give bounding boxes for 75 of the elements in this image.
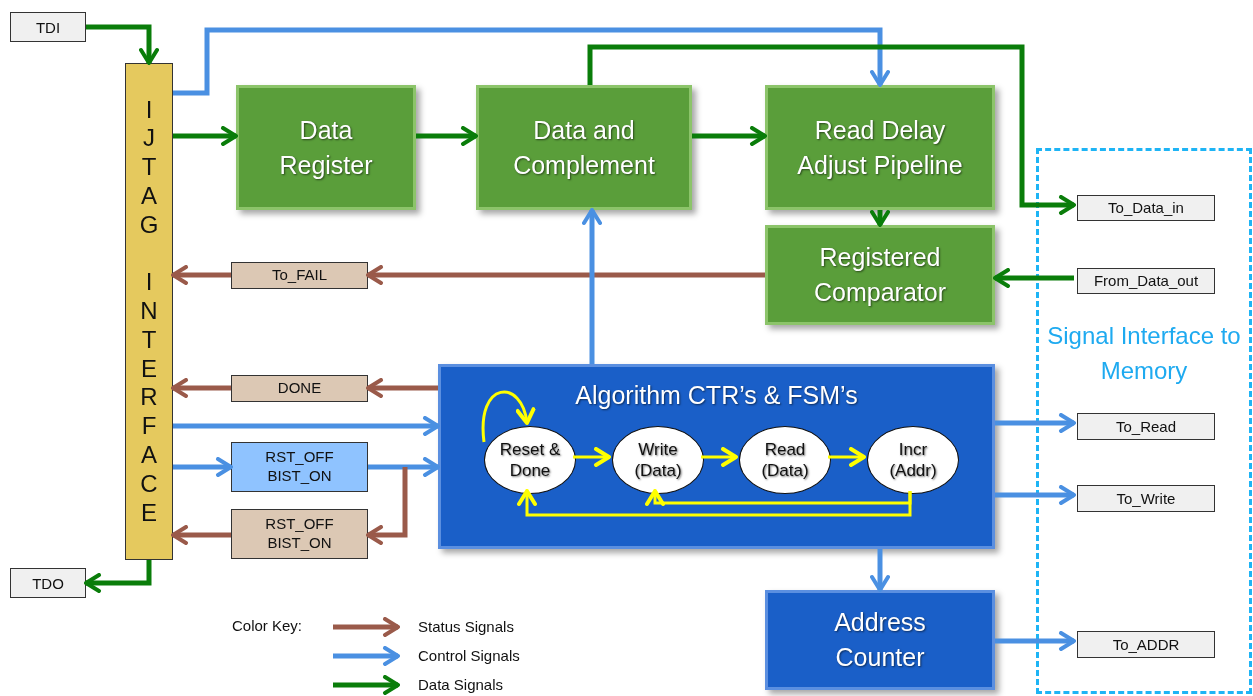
- signal-box: [1077, 268, 1215, 294]
- process-block: [236, 85, 416, 210]
- transition-arrow: [573, 447, 611, 467]
- state-label: Reset & Done: [498, 438, 562, 482]
- counter-block: [765, 590, 995, 690]
- transition-arrow: [828, 447, 866, 467]
- arrow: [173, 416, 440, 436]
- signal-box: [1077, 631, 1215, 658]
- legend-label: Data Signals: [418, 676, 504, 693]
- state-label: Read (Data): [760, 438, 810, 482]
- arrow: [416, 126, 478, 146]
- arrow: [173, 457, 233, 477]
- state-label: Write (Data): [633, 438, 683, 482]
- arrow: [171, 265, 231, 285]
- interface-label: IJTAG INTERFACE: [138, 95, 160, 528]
- arrow: [870, 549, 890, 592]
- transition-arrow: [645, 489, 912, 506]
- arrow: [995, 485, 1076, 505]
- arrow: [995, 631, 1076, 651]
- signal-label: To_Read: [1114, 416, 1177, 437]
- arrow: [366, 265, 765, 285]
- block-label: Read Delay Adjust Pipeline: [796, 114, 964, 181]
- arrow: [368, 457, 440, 477]
- block-label: Data Register: [278, 114, 374, 181]
- arrow: [582, 208, 602, 364]
- process-block: [765, 225, 995, 325]
- legend-label: Control Signals: [418, 647, 520, 664]
- arrow: [993, 268, 1074, 288]
- legend-label: Status Signals: [418, 618, 514, 635]
- memory-interface-region: [1036, 148, 1252, 694]
- arrow: [870, 210, 890, 227]
- signal-label: To_Data_in: [1107, 198, 1185, 219]
- signal-box: [10, 568, 86, 598]
- signal-label: TDI: [34, 18, 62, 36]
- region-label: Signal Interface to Memory: [1046, 321, 1242, 386]
- signal-box: [1077, 195, 1215, 221]
- signal-label: To_FAIL: [270, 266, 328, 285]
- status-box: [231, 375, 368, 402]
- arrow: [173, 27, 890, 96]
- transition-arrow: [481, 390, 535, 443]
- transition-arrow: [701, 447, 738, 467]
- block-title: Algorithm CTR’s & FSM’s: [574, 381, 859, 410]
- process-block: [476, 85, 692, 210]
- signal-label: DONE: [276, 379, 323, 398]
- signal-box: [1077, 485, 1215, 512]
- arrow: [173, 126, 238, 146]
- arrow: [171, 378, 231, 398]
- block-label: Registered Comparator: [813, 242, 947, 308]
- arrow: [84, 560, 152, 593]
- signal-label: RST_OFF BIST_ON: [264, 448, 335, 486]
- status-box: [231, 262, 368, 289]
- arrow: [587, 44, 1076, 215]
- arrow: [171, 525, 231, 545]
- arrow: [366, 467, 408, 545]
- arrow: [692, 126, 767, 146]
- arrow: [366, 378, 438, 398]
- signal-label: From_Data_out: [1092, 271, 1200, 292]
- signal-label: TDO: [31, 574, 65, 592]
- arrow: [995, 413, 1076, 433]
- transition-arrow: [517, 489, 912, 517]
- signal-box: [10, 12, 86, 42]
- process-block: [765, 85, 995, 210]
- signal-label: To_Write: [1115, 488, 1177, 509]
- signal-label: RST_OFF BIST_ON: [264, 515, 335, 553]
- fsm-block: [438, 364, 995, 549]
- block-label: Address Counter: [833, 607, 927, 673]
- control-box: [231, 442, 368, 492]
- arrow: [86, 24, 159, 65]
- state-label: Incr (Addr): [888, 438, 938, 482]
- block-label: Data and Complement: [512, 114, 656, 181]
- signal-label: To_ADDR: [1111, 634, 1181, 655]
- legend-title: Color Key:: [232, 617, 303, 634]
- status-box: [231, 509, 368, 559]
- signal-box: [1077, 413, 1215, 440]
- interface-bar: [125, 63, 173, 560]
